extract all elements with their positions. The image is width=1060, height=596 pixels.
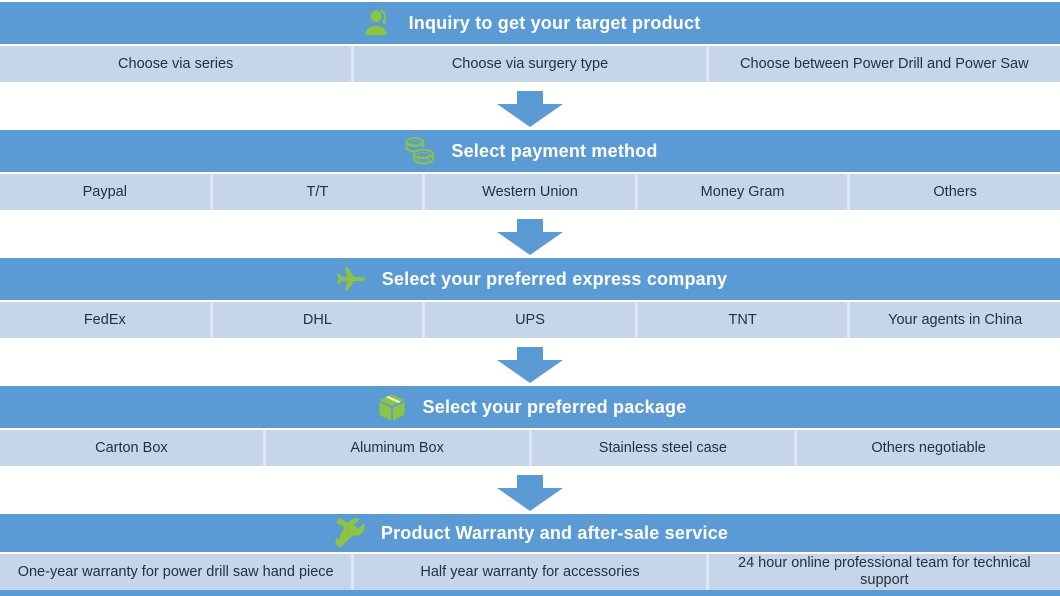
section-header-express: Select your preferred express company xyxy=(0,258,1060,300)
package-box-icon xyxy=(374,390,410,424)
option-cell: DHL xyxy=(209,302,423,338)
airplane-icon xyxy=(333,262,369,296)
option-cell: T/T xyxy=(209,174,423,210)
option-cell: Stainless steel case xyxy=(528,430,795,466)
option-cell: FedEx xyxy=(0,302,210,338)
option-cell: Choose via surgery type xyxy=(351,46,706,82)
section-header-payment: Select payment method xyxy=(0,130,1060,172)
option-cell: Aluminum Box xyxy=(262,430,529,466)
tools-icon xyxy=(332,516,368,550)
support-agent-icon xyxy=(360,6,396,40)
option-cell: Others xyxy=(847,174,1060,210)
option-cell: Paypal xyxy=(0,174,210,210)
section-title: Select your preferred express company xyxy=(381,268,728,289)
option-cell: Carton Box xyxy=(0,430,263,466)
down-arrow-icon xyxy=(497,347,563,383)
section-title: Inquiry to get your target product xyxy=(408,12,701,33)
option-cell: Half year warranty for accessories xyxy=(351,554,706,590)
option-cell: UPS xyxy=(422,302,635,338)
option-cell: Your agents in China xyxy=(847,302,1060,338)
option-cell: Others negotiable xyxy=(794,430,1060,466)
section-header-package: Select your preferred package xyxy=(0,386,1060,428)
options-row-warranty: One-year warranty for power drill saw ha… xyxy=(0,554,1060,590)
section-title: Select payment method xyxy=(451,140,658,161)
bottom-strip xyxy=(0,590,1060,596)
section-title: Select your preferred package xyxy=(422,396,687,417)
option-cell: Money Gram xyxy=(634,174,848,210)
down-arrow-icon xyxy=(497,91,563,127)
options-row-express: FedEx DHL UPS TNT Your agents in China xyxy=(0,302,1060,338)
option-cell: 24 hour online professional team for tec… xyxy=(705,554,1060,590)
option-cell: TNT xyxy=(634,302,848,338)
option-cell: Choose via series xyxy=(0,46,352,82)
option-cell: Choose between Power Drill and Power Saw xyxy=(705,46,1060,82)
down-arrow-icon xyxy=(497,219,563,255)
options-row-package: Carton Box Aluminum Box Stainless steel … xyxy=(0,430,1060,466)
section-header-warranty: Product Warranty and after-sale service xyxy=(0,514,1060,552)
options-row-inquiry: Choose via series Choose via surgery typ… xyxy=(0,46,1060,82)
option-cell: One-year warranty for power drill saw ha… xyxy=(0,554,352,590)
down-arrow-icon xyxy=(497,475,563,511)
options-row-payment: Paypal T/T Western Union Money Gram Othe… xyxy=(0,174,1060,210)
section-title: Product Warranty and after-sale service xyxy=(380,522,729,543)
option-cell: Western Union xyxy=(422,174,635,210)
section-header-inquiry: Inquiry to get your target product xyxy=(0,2,1060,44)
coins-icon xyxy=(402,134,438,168)
